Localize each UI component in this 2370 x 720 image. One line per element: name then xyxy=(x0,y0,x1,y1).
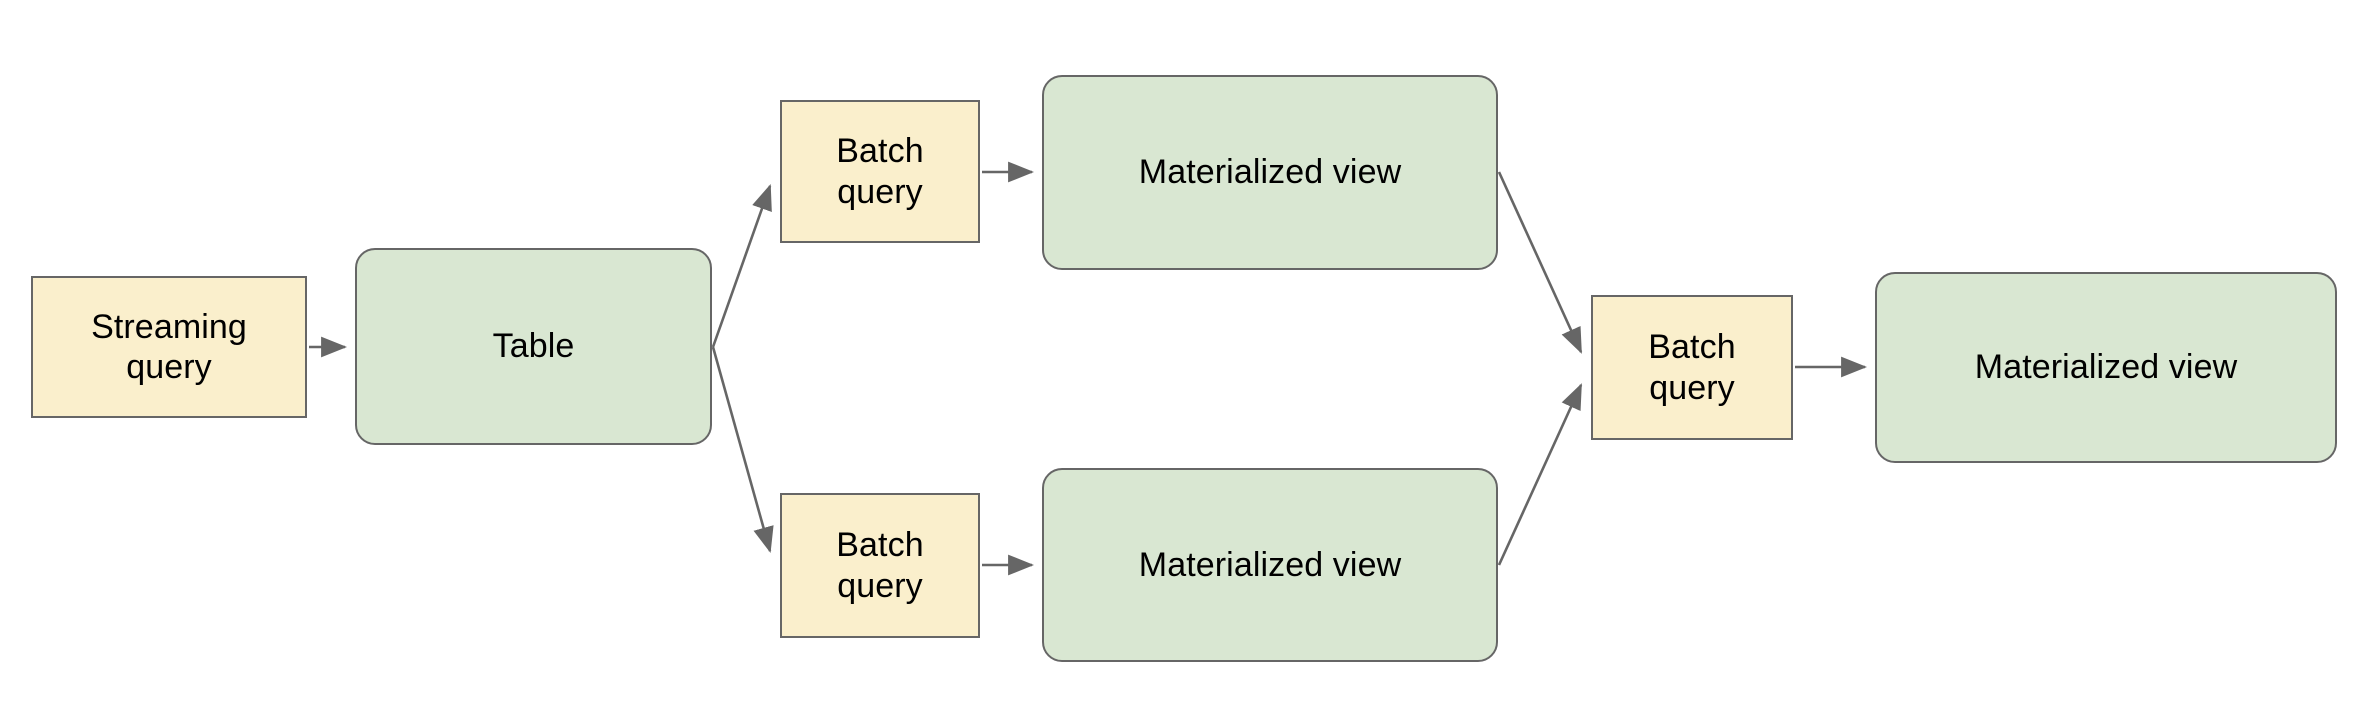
node-label-streaming-query: Streaming query xyxy=(91,307,247,386)
node-materialized-view-bottom[interactable]: Materialized view xyxy=(1042,468,1498,662)
node-materialized-view-final[interactable]: Materialized view xyxy=(1875,272,2337,463)
node-label-materialized-view-final: Materialized view xyxy=(1974,348,2238,387)
node-materialized-view-top[interactable]: Materialized view xyxy=(1042,75,1498,270)
node-batch-query-join[interactable]: Batch query xyxy=(1591,295,1793,440)
node-label-materialized-view-top: Materialized view xyxy=(1138,153,1402,192)
node-label-batch-query-bottom: Batch query xyxy=(836,526,924,605)
node-label-table: Table xyxy=(492,327,575,366)
node-streaming-query[interactable]: Streaming query xyxy=(31,276,307,418)
node-label-batch-query-join: Batch query xyxy=(1648,328,1736,407)
edge-materialized-view-top-to-batch-query-join xyxy=(1497,171,1583,354)
edge-materialized-view-bottom-to-batch-query-join xyxy=(1497,383,1583,566)
node-label-materialized-view-bottom: Materialized view xyxy=(1138,545,1402,584)
edge-table-to-batch-query-top xyxy=(711,184,772,348)
node-batch-query-top[interactable]: Batch query xyxy=(780,100,980,243)
node-table[interactable]: Table xyxy=(355,248,712,445)
edge-table-to-batch-query-bottom xyxy=(711,346,774,554)
node-batch-query-bottom[interactable]: Batch query xyxy=(780,493,980,638)
node-label-batch-query-top: Batch query xyxy=(836,132,924,211)
